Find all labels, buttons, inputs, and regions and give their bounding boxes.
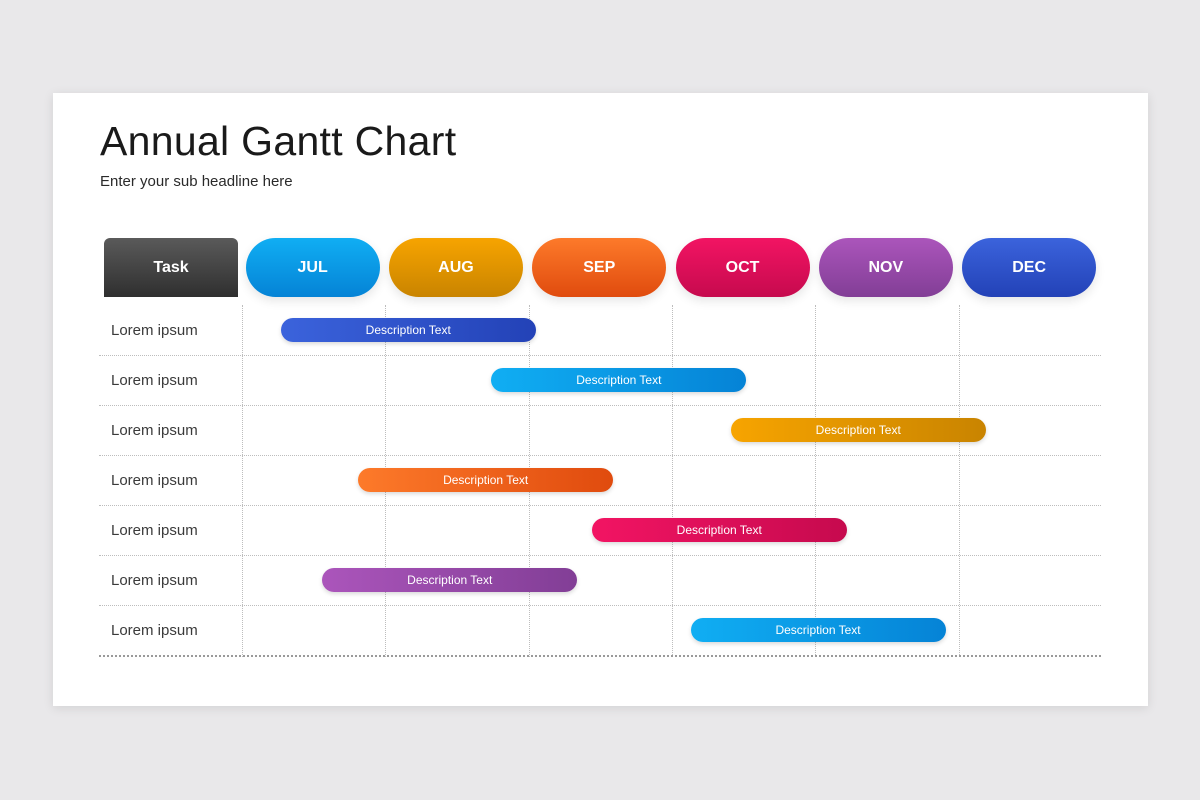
page-subtitle: Enter your sub headline here [100, 173, 293, 190]
gantt-bar[interactable]: Description Text [280, 318, 536, 342]
month-header-sep: SEP [532, 238, 667, 297]
grid-line-horizontal [99, 355, 1101, 356]
gantt-bar[interactable]: Description Text [358, 468, 614, 492]
grid-line-vertical [958, 305, 960, 657]
month-header-oct: OCT [675, 238, 810, 297]
task-column-header: Task [104, 238, 238, 297]
grid-line-horizontal [99, 505, 1101, 506]
gantt-bar[interactable]: Description Text [730, 418, 986, 442]
month-header-dec: DEC [962, 238, 1097, 297]
page-title: Annual Gantt Chart [100, 118, 457, 164]
task-label: Lorem ipsum [111, 371, 198, 389]
grid-line-horizontal [99, 605, 1101, 606]
gantt-bar[interactable]: Description Text [491, 368, 747, 392]
gantt-bar[interactable]: Description Text [322, 568, 578, 592]
month-header-nov: NOV [818, 238, 953, 297]
slide: Annual Gantt Chart Enter your sub headli… [53, 93, 1148, 706]
grid-line-horizontal [99, 455, 1101, 456]
gantt-bar[interactable]: Description Text [591, 518, 847, 542]
task-label: Lorem ipsum [111, 321, 198, 339]
task-label: Lorem ipsum [111, 571, 198, 589]
grid-line-horizontal [99, 555, 1101, 556]
task-label: Lorem ipsum [111, 471, 198, 489]
task-label: Lorem ipsum [111, 621, 198, 639]
grid-line-horizontal [99, 405, 1101, 406]
task-label: Lorem ipsum [111, 421, 198, 439]
grid-line-vertical [242, 305, 243, 657]
grid-line-vertical [671, 305, 673, 657]
month-header-jul: JUL [245, 238, 380, 297]
task-label: Lorem ipsum [111, 521, 198, 539]
grid-line-bottom [99, 655, 1101, 657]
gantt-bar[interactable]: Description Text [690, 618, 946, 642]
grid-line-vertical [815, 305, 817, 657]
month-header-aug: AUG [388, 238, 523, 297]
